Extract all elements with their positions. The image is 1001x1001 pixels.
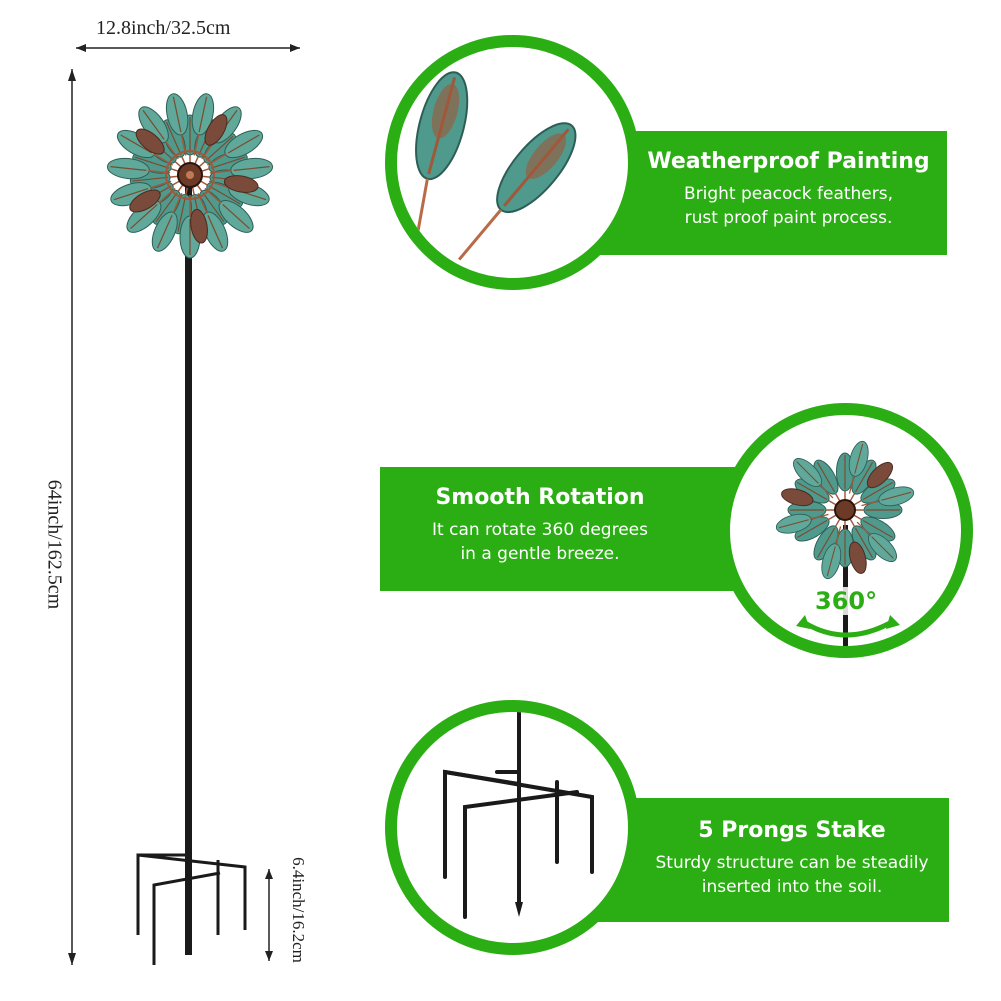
feature-stake-image bbox=[385, 700, 640, 955]
stake-dimension-arrow bbox=[265, 869, 273, 961]
feature-weatherproof-desc-line1: Bright peacock feathers, bbox=[683, 184, 894, 204]
product-dimension-figure: 12.8inch/32.5cm 64inch/162.5cm 6.4inch/1… bbox=[0, 0, 360, 1001]
feature-rotation-panel: Smooth Rotation It can rotate 360 degree… bbox=[380, 467, 740, 591]
wind-spinner-illustration bbox=[105, 90, 275, 965]
feature-rotation-desc: It can rotate 360 degrees in a gentle br… bbox=[380, 518, 700, 566]
feature-weatherproof-image bbox=[385, 35, 640, 290]
feature-rotation-desc-line2: in a gentle breeze. bbox=[460, 544, 620, 564]
height-dimension-arrow bbox=[68, 69, 76, 965]
feature-stake-title: 5 Prongs Stake bbox=[698, 818, 886, 843]
rotation-360-badge: 360° bbox=[812, 587, 881, 615]
feature-weatherproof-desc-line2: rust proof paint process. bbox=[684, 208, 893, 228]
feature-stake-desc: Sturdy structure can be steadily inserte… bbox=[635, 851, 949, 899]
feature-weatherproof-desc: Bright peacock feathers, rust proof pain… bbox=[630, 182, 947, 230]
feature-stake-desc-line2: inserted into the soil. bbox=[701, 877, 883, 897]
width-dimension-arrow bbox=[76, 44, 300, 52]
feature-rotation-image: 360° bbox=[718, 403, 973, 658]
feature-rotation-title: Smooth Rotation bbox=[435, 485, 645, 510]
feature-weatherproof-title: Weatherproof Painting bbox=[647, 149, 930, 174]
height-label: 64inch/162.5cm bbox=[43, 479, 66, 610]
five-prong-stake-closeup bbox=[443, 712, 594, 919]
width-label: 12.8inch/32.5cm bbox=[96, 17, 231, 39]
feature-stake-desc-line1: Sturdy structure can be steadily bbox=[655, 853, 929, 873]
spinner-rotation-closeup bbox=[773, 438, 917, 646]
peacock-feather-closeup bbox=[409, 71, 577, 273]
feature-rotation-desc-line1: It can rotate 360 degrees bbox=[432, 520, 648, 540]
